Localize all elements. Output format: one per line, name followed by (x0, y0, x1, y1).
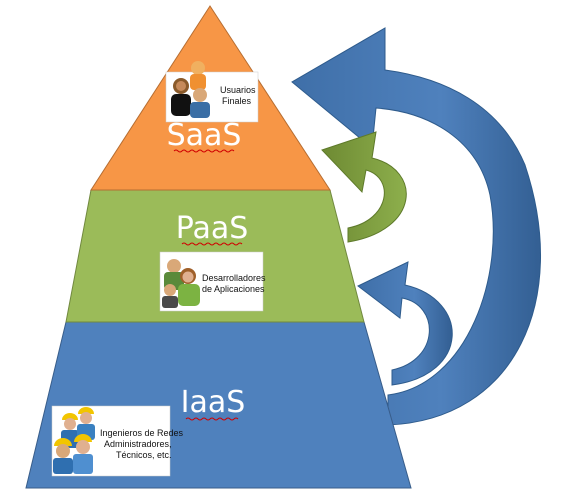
paas-spellcheck-underline (181, 242, 243, 246)
developer-group-icon (162, 259, 200, 308)
engineer-group-icon (53, 407, 95, 474)
iaas-card-line-2: Administradores, (104, 439, 172, 449)
iaas-spellcheck-underline (185, 417, 239, 421)
green-curved-arrow (321, 131, 407, 243)
iaas-card-line-3: Técnicos, etc. (116, 450, 172, 460)
iaas-title: IaaS (181, 385, 246, 420)
saas-user-card: Usuarios Finales (165, 61, 259, 123)
user-group-icon (171, 61, 210, 118)
iaas-card-line-1: Ingenieros de Redes (100, 428, 184, 438)
saas-title: SaaS (167, 118, 242, 153)
saas-card-line-1: Usuarios (220, 85, 256, 95)
saas-spellcheck-underline (173, 149, 235, 153)
saas-card-line-2: Finales (222, 96, 252, 106)
small-blue-arrow (357, 261, 453, 386)
iaas-engineer-card: Ingenieros de Redes Administradores, Téc… (51, 405, 184, 477)
paas-card-line-2: de Aplicaciones (202, 284, 265, 294)
paas-title: PaaS (176, 211, 249, 246)
paas-developer-card: Desarrolladores de Aplicaciones (159, 251, 266, 312)
paas-card-line-1: Desarrolladores (202, 273, 266, 283)
big-blue-arrow (291, 27, 542, 426)
